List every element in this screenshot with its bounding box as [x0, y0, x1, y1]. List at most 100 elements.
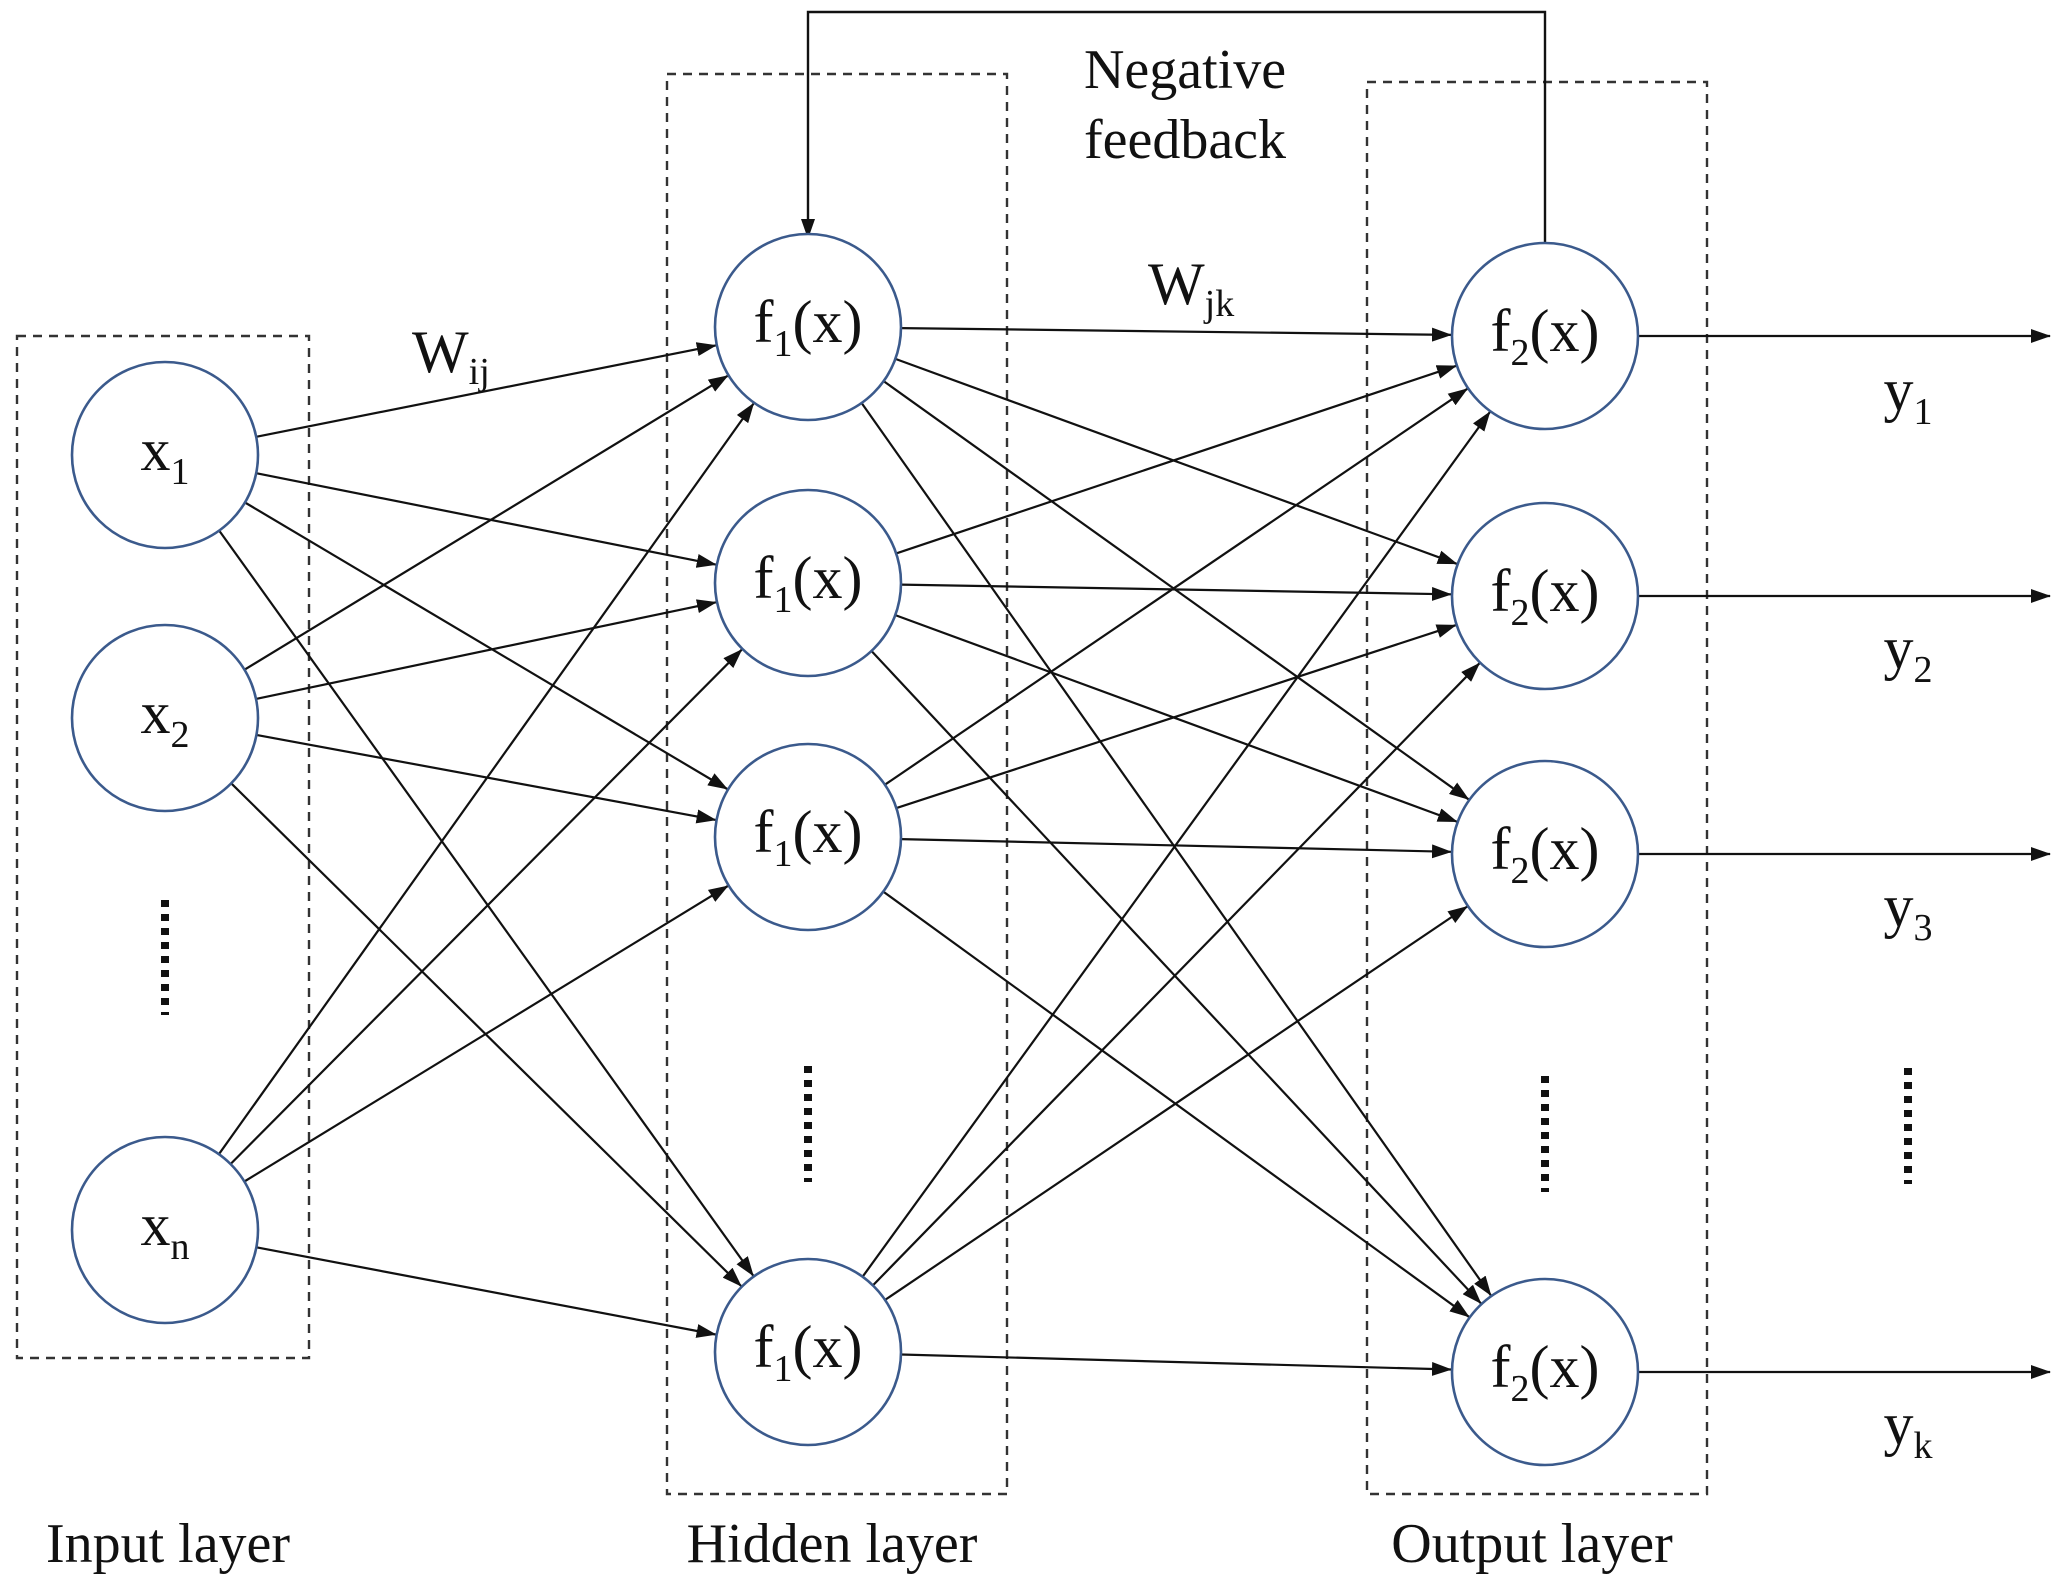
- edge-hidden-output: [884, 387, 1469, 786]
- output-node-function: f: [1491, 558, 1511, 624]
- output-node-argument: (x): [1530, 298, 1600, 364]
- edge-hidden-output: [895, 357, 1458, 565]
- input-node-subscript: n: [171, 1226, 190, 1268]
- edge-input-hidden: [218, 529, 755, 1277]
- edge-hidden-output: [860, 402, 1492, 1297]
- hidden-node-function: f: [754, 545, 774, 611]
- svg-text:f2(x): f2(x): [1491, 816, 1600, 892]
- output-node-function: f: [1491, 298, 1511, 364]
- svg-text:f1(x): f1(x): [754, 545, 863, 621]
- edge-hidden-output: [900, 1353, 1452, 1376]
- svg-text:xn: xn: [141, 1192, 190, 1268]
- input-node-base: x: [141, 417, 171, 483]
- feedback-label-line1: Negative: [1084, 39, 1286, 101]
- output-node: f2(x): [1450, 1277, 1640, 1467]
- svg-text:f2(x): f2(x): [1491, 558, 1600, 634]
- output-node-argument: (x): [1530, 558, 1600, 624]
- svg-text:f1(x): f1(x): [754, 1314, 863, 1390]
- hidden-node-argument: (x): [793, 1314, 863, 1380]
- svg-text:x1: x1: [141, 417, 190, 493]
- hidden-node-subscript: 1: [774, 323, 793, 365]
- output-label-base: y: [1884, 615, 1914, 681]
- output-label-base: y: [1884, 357, 1914, 423]
- edge-input-hidden: [255, 599, 717, 700]
- output-node-function: f: [1491, 816, 1511, 882]
- output-label-base: y: [1884, 873, 1914, 939]
- output-label: yk: [1884, 1391, 1933, 1467]
- edge-input-hidden: [255, 342, 717, 438]
- output-label-subscript: 2: [1914, 649, 1933, 691]
- edge-hidden-output: [872, 662, 1481, 1287]
- output-label: y1: [1884, 357, 1933, 433]
- svg-text:f1(x): f1(x): [754, 289, 863, 365]
- hidden-node-argument: (x): [793, 799, 863, 865]
- edge-hidden-output: [900, 327, 1452, 342]
- weight-label-hidden-output: Wjk: [1148, 251, 1234, 325]
- output-layer-box: [1365, 80, 1709, 1496]
- output-node-argument: (x): [1530, 1334, 1600, 1400]
- output-node: f2(x): [1450, 759, 1640, 949]
- hidden-node-argument: (x): [793, 289, 863, 355]
- output-node-subscript: 2: [1511, 332, 1530, 374]
- weight-label-base: W: [1148, 251, 1205, 317]
- output-label-subscript: 3: [1914, 907, 1933, 949]
- output-label-subscript: 1: [1914, 391, 1933, 433]
- edge-input-hidden: [243, 885, 729, 1183]
- edge-hidden-output: [896, 624, 1457, 810]
- svg-text:f2(x): f2(x): [1491, 298, 1600, 374]
- input-node-subscript: 2: [171, 714, 190, 756]
- connections: [218, 327, 1492, 1376]
- input-node-base: x: [141, 1192, 171, 1258]
- svg-text:f2(x): f2(x): [1491, 1334, 1600, 1410]
- weight-label-subscript: ij: [469, 351, 490, 393]
- edge-input-hidden: [218, 402, 755, 1155]
- input-layer-label: Input layer: [46, 1513, 290, 1575]
- edge-input-hidden: [244, 501, 729, 790]
- hidden-node-subscript: 1: [774, 833, 793, 875]
- hidden-node-function: f: [754, 799, 774, 865]
- output-label: y2: [1884, 615, 1933, 691]
- hidden-layer-label: Hidden layer: [687, 1513, 978, 1575]
- edge-input-hidden: [243, 374, 729, 671]
- edge-input-hidden: [255, 472, 717, 568]
- edge-hidden-output: [870, 650, 1482, 1305]
- hidden-node-subscript: 1: [774, 1348, 793, 1390]
- output-node-subscript: 2: [1511, 592, 1530, 634]
- output-node-subscript: 2: [1511, 850, 1530, 892]
- weight-label-subscript: jk: [1203, 283, 1235, 325]
- output-label-subscript: k: [1914, 1425, 1933, 1467]
- output-layer-label: Output layer: [1391, 1513, 1673, 1575]
- svg-text:f1(x): f1(x): [754, 799, 863, 875]
- edge-hidden-output: [884, 905, 1468, 1301]
- output-node-function: f: [1491, 1334, 1511, 1400]
- hidden-node: f1(x): [713, 488, 903, 678]
- hidden-node: f1(x): [713, 742, 903, 932]
- edge-hidden-output: [861, 411, 1491, 1278]
- input-node: xn: [70, 1135, 260, 1325]
- input-node-base: x: [141, 680, 171, 746]
- hidden-node-function: f: [754, 1314, 774, 1380]
- input-node-subscript: 1: [171, 451, 190, 493]
- hidden-node: f1(x): [713, 232, 903, 422]
- feedback-label-line2: feedback: [1084, 109, 1286, 171]
- hidden-node-subscript: 1: [774, 579, 793, 621]
- output-node-argument: (x): [1530, 816, 1600, 882]
- output-arrows: [1638, 329, 2051, 1379]
- edge-hidden-output: [894, 614, 1458, 823]
- output-label: y3: [1884, 873, 1933, 949]
- edge-input-hidden: [256, 1246, 717, 1338]
- weight-label-base: W: [412, 319, 469, 385]
- hidden-node-argument: (x): [793, 545, 863, 611]
- edge-input-hidden: [229, 648, 743, 1165]
- edge-hidden-output: [895, 364, 1457, 555]
- weight-label-input-hidden: Wij: [412, 319, 490, 393]
- output-node-subscript: 2: [1511, 1368, 1530, 1410]
- svg-text:x2: x2: [141, 680, 190, 756]
- input-node: x1: [70, 360, 260, 550]
- input-layer-box: [15, 334, 311, 1360]
- output-label-base: y: [1884, 1391, 1914, 1457]
- output-node: f2(x): [1450, 501, 1640, 691]
- hidden-node: f1(x): [713, 1257, 903, 1447]
- feedback-line: [801, 10, 1547, 250]
